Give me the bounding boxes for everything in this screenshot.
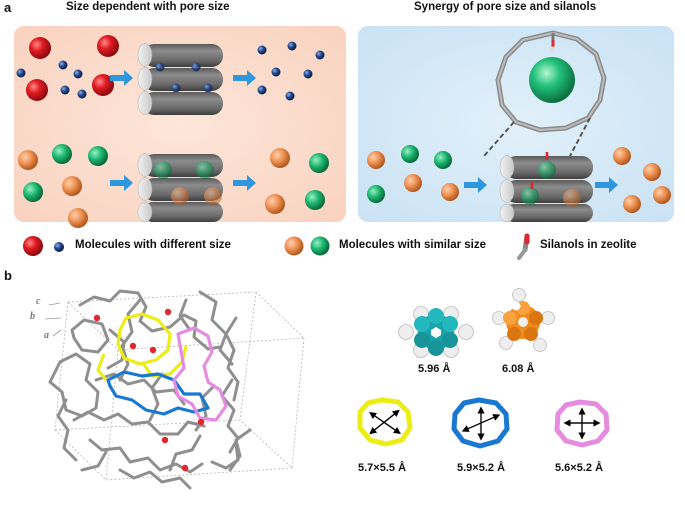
axis-c-label: c (36, 296, 41, 307)
blue-10-ring (106, 370, 210, 416)
legend-green-sphere-icon (310, 236, 330, 256)
legend-orange-sphere-icon (284, 236, 304, 256)
right-panel-title: Synergy of pore size and silanols (414, 1, 597, 13)
pink-ring-size: 5.6×5.2 Å (555, 462, 604, 474)
orange-molecules-output (613, 147, 671, 213)
legend-different-size: Molecules with different size (75, 239, 231, 251)
similar-size-molecules-input (367, 145, 459, 203)
pore-ring-with-silanol (495, 30, 607, 133)
yellow-ring-diagram (357, 397, 413, 447)
axis-a-label: a (44, 330, 49, 341)
left-panel-title: Size dependent with pore size (66, 1, 230, 13)
zeolite-channel-cylinders (137, 153, 223, 223)
panel-b-label: b (4, 268, 12, 283)
arrow-right-icon (233, 175, 256, 191)
mixed-size-molecules-input (16, 35, 119, 101)
silanol-oxygen-atoms (93, 308, 205, 472)
axis-b-label: b (30, 311, 35, 322)
arrow-right-icon (110, 70, 133, 86)
legend-silanol-icon (517, 233, 530, 260)
yellow-ring-size: 5.7×5.5 Å (358, 462, 407, 474)
similar-size-molecules-input (18, 144, 108, 228)
zeolite-channel-with-silanols (499, 152, 593, 223)
blue-ring-size: 5.9×5.2 Å (457, 462, 506, 474)
pink-ring-diagram (554, 399, 610, 448)
zeolite-framework (48, 289, 252, 490)
arrow-right-icon (464, 177, 487, 193)
panel-a-label: a (4, 0, 12, 15)
dashed-connector (569, 117, 591, 157)
legend-silanols: Silanols in zeolite (540, 239, 637, 251)
left-panel-background (14, 26, 346, 222)
orange-molecule (492, 288, 555, 352)
arrow-right-icon (595, 177, 618, 193)
framework-axis-lines (44, 302, 62, 337)
pink-10-ring (172, 326, 228, 422)
teal-molecule-size: 5.96 Å (418, 363, 451, 375)
similar-size-molecules-output (265, 148, 329, 214)
blue-ring-diagram (451, 397, 510, 449)
small-molecules-output (257, 41, 325, 101)
unit-cell-box (54, 291, 305, 481)
orange-molecule-size: 6.08 Å (502, 363, 535, 375)
arrow-right-icon (233, 70, 256, 86)
zeolite-channel-cylinders (137, 43, 223, 115)
arrow-right-icon (110, 175, 133, 191)
legend-red-sphere-icon (23, 236, 43, 256)
teal-molecule (398, 306, 474, 358)
legend-similar-size: Molecules with similar size (339, 239, 486, 251)
legend-blue-sphere-icon (54, 242, 64, 252)
